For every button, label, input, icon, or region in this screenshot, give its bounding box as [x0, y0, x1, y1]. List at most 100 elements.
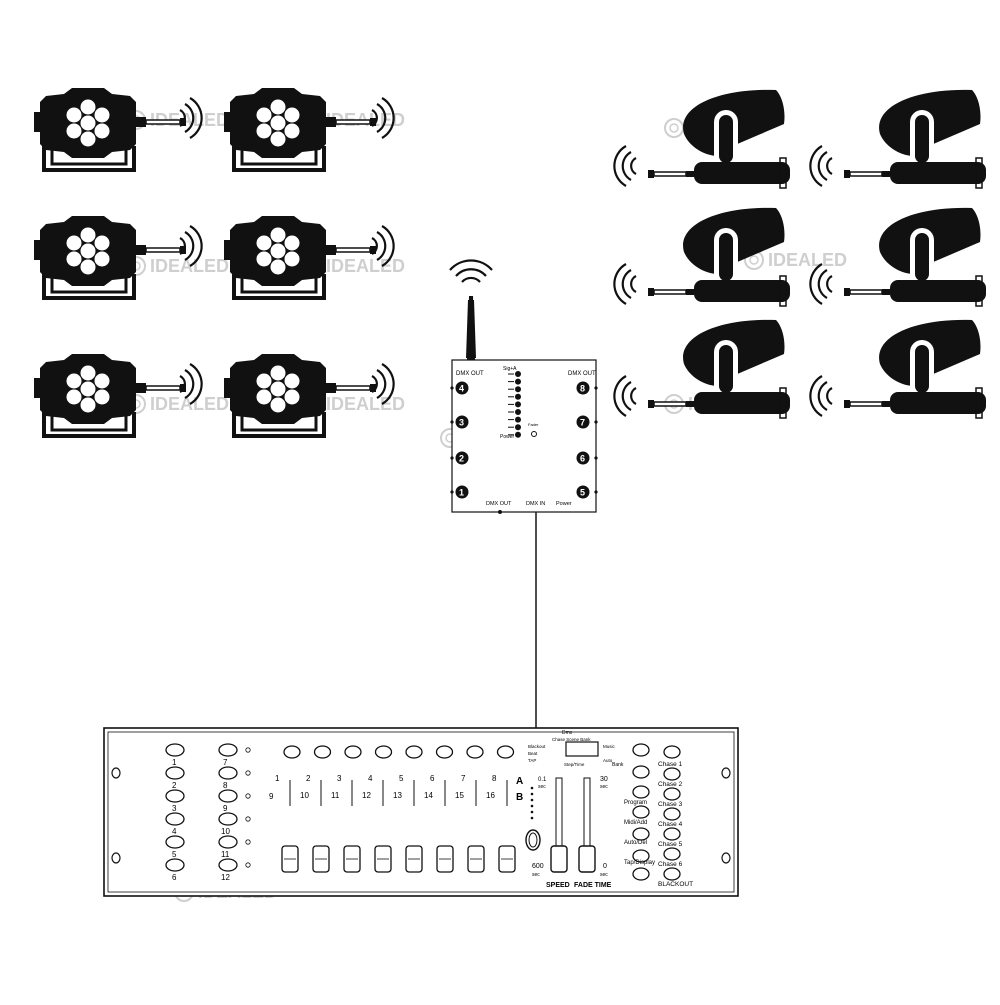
display-music-label: Music	[603, 744, 616, 749]
status-led	[515, 416, 521, 423]
fader-bottom-label: 15	[455, 791, 464, 800]
flash-button[interactable]	[496, 745, 515, 759]
fader-top-label: 2	[306, 774, 311, 783]
flash-button[interactable]	[344, 745, 362, 759]
status-led	[515, 371, 521, 377]
watermark-text: IDEALED	[326, 394, 405, 414]
watermark-text: IDEALED	[150, 110, 229, 130]
scanner-button[interactable]	[165, 835, 185, 849]
display-row-label: Chase Scene Bank	[552, 737, 591, 742]
chase-button[interactable]	[663, 767, 681, 781]
watermark-text: IDEALED	[768, 250, 847, 270]
dmx-out-port	[455, 451, 469, 465]
port-pin	[594, 456, 598, 460]
command-button[interactable]	[632, 827, 650, 841]
scene-button[interactable]	[218, 789, 238, 803]
scene-label: 7	[223, 758, 228, 767]
bank-led	[530, 798, 534, 802]
chase-label: BLACKOUT	[658, 881, 693, 888]
indicator-led	[245, 747, 251, 753]
scene-button[interactable]	[218, 812, 238, 826]
speed-fader[interactable]	[550, 845, 568, 873]
display-blackout-label: Blackout	[528, 744, 546, 749]
scene-button[interactable]	[218, 858, 238, 872]
scanner-button[interactable]	[165, 743, 185, 757]
scanner-label: 2	[172, 781, 177, 790]
scene-label: 8	[223, 781, 228, 790]
port-number: 8	[580, 384, 585, 394]
fader-bottom-label: 14	[424, 791, 433, 800]
scanner-button[interactable]	[165, 812, 185, 826]
port-number: 2	[459, 454, 464, 464]
chase-button[interactable]	[663, 807, 681, 821]
display-tap-label: TAP	[528, 758, 536, 763]
port-number: 6	[580, 454, 585, 464]
display-beat-label: Beat	[528, 751, 538, 756]
controller-faders	[281, 780, 516, 873]
flash-button[interactable]	[313, 745, 332, 759]
flash-button[interactable]	[466, 745, 484, 759]
status-led	[515, 424, 521, 431]
chase-label: Chase 2	[658, 781, 683, 788]
scanner-label: 3	[172, 804, 177, 813]
scene-label: 11	[221, 850, 230, 859]
chase-label: Chase 6	[658, 861, 683, 868]
fader-top-label: 7	[461, 774, 466, 783]
command-button[interactable]	[632, 743, 650, 757]
port-number: 5	[580, 488, 585, 498]
splitter-dmx-out-right: DMX OUT	[568, 371, 596, 377]
splitter-fader-label: Fader	[528, 422, 539, 427]
chase-label: Chase 3	[658, 801, 683, 808]
command-button[interactable]	[632, 785, 650, 799]
chase-button[interactable]	[663, 745, 681, 759]
tap-button[interactable]	[632, 867, 650, 881]
indicator-led	[245, 839, 251, 845]
wireless-signal-icon	[449, 259, 493, 283]
flash-button[interactable]	[374, 745, 393, 759]
moving-head-icon	[613, 89, 791, 189]
command-button[interactable]	[632, 805, 650, 819]
chase-button[interactable]	[663, 847, 681, 861]
fade-time-fader[interactable]	[578, 845, 596, 873]
port-pin	[594, 420, 598, 424]
fader-top-label: 6	[430, 774, 435, 783]
dmx-out-port	[455, 415, 469, 429]
moving-head-icon	[809, 89, 987, 189]
fade-bottom-value: 0	[603, 863, 607, 870]
dmx-splitter-box: DMX OUT DMX OUT Sig+A Power Fader 432187…	[449, 259, 598, 514]
scanner-button[interactable]	[165, 766, 185, 780]
status-led	[515, 393, 521, 400]
flash-button[interactable]	[405, 745, 423, 759]
chase-label: Chase 5	[658, 841, 683, 848]
port-pin	[450, 490, 454, 494]
scanner-button[interactable]	[165, 789, 185, 803]
dmx-out-port	[576, 485, 590, 499]
bank-led	[530, 816, 534, 820]
bank-knob[interactable]	[525, 829, 541, 851]
scene-button[interactable]	[218, 766, 238, 780]
scene-button[interactable]	[218, 835, 238, 849]
port-number: 4	[459, 384, 464, 394]
flash-button[interactable]	[283, 745, 301, 759]
scene-button[interactable]	[218, 743, 238, 757]
splitter-sig-label: Sig+A	[503, 366, 517, 372]
command-label: Auto/Del	[624, 840, 647, 846]
moving-head-icon	[613, 207, 791, 307]
fader-top-label: 3	[337, 774, 342, 783]
command-button[interactable]	[632, 765, 650, 779]
flash-button[interactable]	[435, 745, 454, 759]
chase-button[interactable]	[663, 867, 681, 881]
port-number: 1	[459, 488, 464, 498]
command-button[interactable]	[632, 849, 650, 863]
speed-bottom-unit: sec	[532, 872, 540, 878]
speed-top-value: 0.1	[538, 777, 547, 783]
watermark-text: IDEALED	[150, 256, 229, 276]
scene-label: 12	[221, 873, 230, 882]
chase-button[interactable]	[663, 827, 681, 841]
watermark-text: IDEALED	[326, 256, 405, 276]
chase-button[interactable]	[663, 787, 681, 801]
fader-top-label: 8	[492, 774, 497, 783]
speed-top-unit: sec	[538, 784, 546, 790]
scanner-button[interactable]	[165, 858, 185, 872]
port-pin	[594, 490, 598, 494]
